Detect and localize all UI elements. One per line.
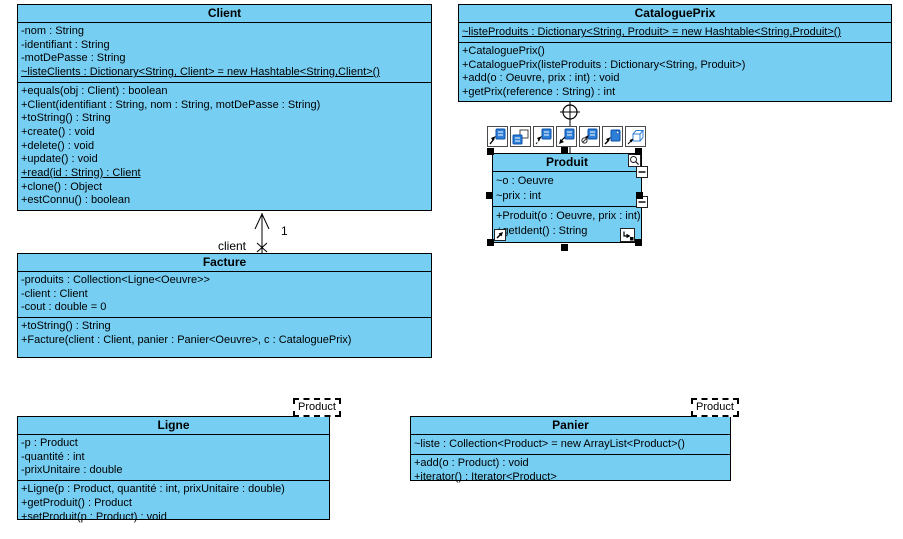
operation-row[interactable]: +Produit(o : Oeuvre, prix : int) xyxy=(496,210,641,222)
operation-row[interactable]: +update() : void xyxy=(21,153,98,166)
minus-icon xyxy=(638,171,646,173)
operation-row[interactable]: +estConnu() : boolean xyxy=(21,194,131,207)
selection-handle-s[interactable] xyxy=(561,244,568,251)
attribute-row[interactable]: ~listeClients : Dictionary<String, Clien… xyxy=(21,66,380,79)
operation-row[interactable]: +setProduit(p : Product) : void xyxy=(21,510,167,523)
minus-icon xyxy=(638,201,646,203)
operation-row[interactable]: +getIdent() : String xyxy=(496,225,588,237)
fit-size-icon xyxy=(623,231,634,241)
operation-row[interactable]: +iterator() : Iterator<Product> xyxy=(414,470,557,483)
attribute-row[interactable]: -prixUnitaire : double xyxy=(21,464,123,477)
operation-row[interactable]: +toString() : String xyxy=(21,320,111,333)
selection-handle-e[interactable] xyxy=(636,192,643,199)
selection-handle-n[interactable] xyxy=(561,147,568,154)
operation-row[interactable]: +delete() : void xyxy=(21,139,95,152)
operation-row[interactable]: +Client(identifiant : String, nom : Stri… xyxy=(21,98,321,111)
operation-row[interactable]: +add(o : Oeuvre, prix : int) : void xyxy=(462,72,620,85)
association-multiplicity-label[interactable]: 1 xyxy=(281,224,288,238)
operations-compartment: +Produit(o : Oeuvre, prix : int) +getIde… xyxy=(493,207,641,239)
resource-catalog-icon xyxy=(627,130,645,145)
rc-button-generalization[interactable] xyxy=(510,126,531,147)
attributes-compartment: -nom : String -identifiant : String -mot… xyxy=(18,23,431,83)
operation-row[interactable]: +getPrix(reference : String) : int xyxy=(462,86,616,99)
template-parameter-ligne[interactable]: Product xyxy=(293,398,341,417)
attribute-row[interactable]: -produits : Collection<Ligne<Oeuvre>> xyxy=(21,274,210,286)
template-parameter-panier[interactable]: Product xyxy=(691,398,739,417)
attribute-row[interactable]: -nom : String xyxy=(21,25,84,37)
selection-handle-nw[interactable] xyxy=(487,148,494,155)
attributes-compartment: ~o : Oeuvre ~prix : int xyxy=(493,172,641,207)
operation-row[interactable]: +toString() : String xyxy=(21,112,111,125)
rc-button-directed-association[interactable] xyxy=(579,126,600,147)
association-to-class-icon xyxy=(489,128,506,145)
open-specification-button[interactable] xyxy=(494,229,506,241)
operation-row[interactable]: +add(o : Product) : void xyxy=(414,457,529,469)
class-panier[interactable]: Panier ~liste : Collection<Product> = ne… xyxy=(410,416,731,484)
attribute-row[interactable]: ~prix : int xyxy=(496,190,541,202)
class-title[interactable]: Ligne xyxy=(18,417,329,435)
operations-compartment: +add(o : Product) : void +iterator() : I… xyxy=(411,455,730,484)
operation-row[interactable]: +create() : void xyxy=(21,125,95,138)
attribute-row[interactable]: -p : Product xyxy=(21,437,78,449)
class-title[interactable]: Panier xyxy=(411,417,730,435)
attribute-row[interactable]: -motDePasse : String xyxy=(21,52,126,65)
rc-button-dependency[interactable] xyxy=(533,126,554,147)
magnifier-icon xyxy=(630,156,640,166)
attribute-row[interactable]: ~o : Oeuvre xyxy=(496,175,554,187)
attributes-compartment: -p : Product -quantité : int -prixUnitai… xyxy=(18,435,329,482)
operations-compartment: +equals(obj : Client) : boolean +Client(… xyxy=(18,83,431,208)
attribute-row[interactable]: -identifiant : String xyxy=(21,38,110,51)
generalization-class-icon xyxy=(512,129,529,145)
rc-button-resource-catalog[interactable] xyxy=(625,126,646,147)
attributes-compartment: ~liste : Collection<Product> = new Array… xyxy=(411,435,730,455)
aggregation-to-class-icon xyxy=(559,128,575,144)
operation-row[interactable]: +clone() : Object xyxy=(21,180,103,193)
class-produit[interactable]: Produit ~o : Oeuvre ~prix : int +Produit… xyxy=(492,153,642,243)
operations-compartment: +Ligne(p : Product, quantité : int, prix… xyxy=(18,481,329,524)
zoom-class-button[interactable] xyxy=(628,154,641,167)
class-title[interactable]: Facture xyxy=(18,254,431,272)
operation-row[interactable]: +read(id : String) : Client xyxy=(21,167,141,180)
class-ligne[interactable]: Ligne -p : Product -quantité : int -prix… xyxy=(17,416,330,523)
selection-handle-w[interactable] xyxy=(486,192,493,199)
class-title[interactable]: CataloguePrix xyxy=(459,5,891,23)
directed-association-to-class-icon xyxy=(581,128,598,144)
attribute-row[interactable]: ~liste : Collection<Product> = new Array… xyxy=(414,438,685,450)
class-title[interactable]: Produit xyxy=(493,154,641,172)
operations-compartment: +CataloguePrix() +CataloguePrix(listePro… xyxy=(459,43,891,100)
class-client[interactable]: Client -nom : String -identifiant : Stri… xyxy=(17,4,432,211)
operation-row[interactable]: +CataloguePrix() xyxy=(462,45,545,57)
class-facture[interactable]: Facture -produits : Collection<Ligne<Oeu… xyxy=(17,253,432,358)
attribute-row[interactable]: ~listeProduits : Dictionary<String, Prod… xyxy=(462,26,842,38)
attribute-row[interactable]: -cout : double = 0 xyxy=(21,301,107,314)
operation-row[interactable]: +Ligne(p : Product, quantité : int, prix… xyxy=(21,483,285,496)
association-to-note-icon xyxy=(604,129,621,145)
attributes-compartment: ~listeProduits : Dictionary<String, Prod… xyxy=(459,23,891,43)
class-catalogueprix[interactable]: CataloguePrix ~listeProduits : Dictionar… xyxy=(458,4,892,102)
arrow-up-right-icon xyxy=(496,232,503,239)
class-title[interactable]: Client xyxy=(18,5,431,23)
operation-row[interactable]: +getProduit() : Product xyxy=(21,496,132,509)
operation-row[interactable]: +equals(obj : Client) : boolean xyxy=(21,84,168,97)
association-client-facture[interactable] xyxy=(225,205,305,255)
resource-toolbar xyxy=(487,126,646,147)
fit-size-button[interactable] xyxy=(620,228,635,242)
association-role-label[interactable]: client xyxy=(217,239,246,253)
dependency-to-class-icon xyxy=(535,128,552,145)
attribute-row[interactable]: -client : Client xyxy=(21,287,88,300)
selection-handle-ne[interactable] xyxy=(635,148,642,155)
rc-button-aggregation[interactable] xyxy=(556,126,577,147)
rc-button-note[interactable] xyxy=(602,126,623,147)
operation-row[interactable]: +CataloguePrix(listeProduits : Dictionar… xyxy=(462,58,746,71)
collapse-attributes-button[interactable] xyxy=(636,166,648,178)
attribute-row[interactable]: -quantité : int xyxy=(21,450,85,463)
selection-handle-sw[interactable] xyxy=(487,239,494,246)
selection-handle-se[interactable] xyxy=(635,239,642,246)
operation-row[interactable]: +Facture(client : Client, panier : Panie… xyxy=(21,333,352,346)
operations-compartment: +toString() : String +Facture(client : C… xyxy=(18,318,431,347)
rc-button-association[interactable] xyxy=(487,126,508,147)
attributes-compartment: -produits : Collection<Ligne<Oeuvre>> -c… xyxy=(18,272,431,319)
